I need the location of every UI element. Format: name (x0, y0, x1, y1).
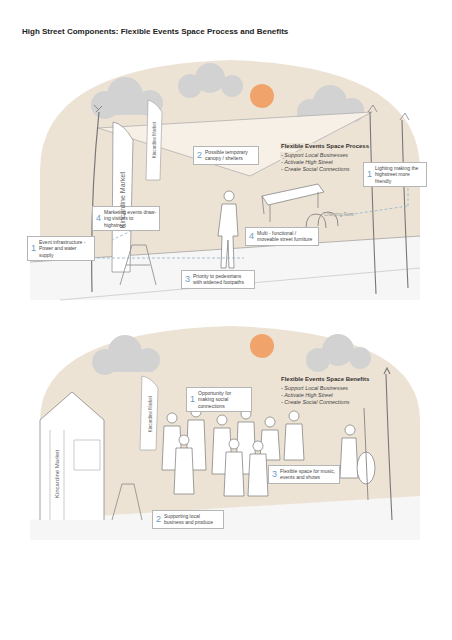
callout-box: 2Possible temporary canopy / shelters (193, 146, 259, 165)
heading: Flexible Events Space Benefits (280, 376, 370, 382)
drawing-circle (217, 415, 227, 425)
callout-number: 1 (31, 244, 36, 253)
drawing-line (60, 268, 420, 300)
callout-number: 4 (249, 232, 254, 241)
callout-number: 2 (197, 151, 202, 160)
callout-text: Lighting making the highstreet more frie… (375, 165, 423, 184)
drawing-polygon (98, 112, 372, 176)
drawing-path (174, 448, 194, 494)
banner-text: Kincardine Market (152, 122, 157, 158)
callout-box: 1Opportunity for making social connectio… (186, 387, 252, 412)
drawing-circle (167, 413, 177, 423)
drawing-path (40, 392, 104, 520)
drawing-path (50, 430, 100, 520)
drawing-path (284, 424, 304, 460)
list-item: - Activate High Street (280, 392, 334, 398)
drawing-path (368, 105, 409, 120)
callout-text: Multi - functional / moveable street fur… (257, 230, 315, 243)
callout-box: 2Supporting local business and produce (152, 510, 224, 529)
drawing-rect (95, 358, 157, 372)
drawing-path (384, 368, 392, 520)
banner-text: Kincardine Market (148, 396, 153, 432)
drawing-circle (195, 63, 225, 93)
drawing-path (140, 376, 158, 450)
drawing-path (92, 112, 99, 292)
callout-number: 2 (156, 515, 161, 524)
callout-text: Marketing events draw-ing visitors to hi… (104, 209, 156, 228)
banner-text: Kincardine Market (54, 450, 60, 498)
callout-box: 3Priority to pedestrians with widened fo… (181, 270, 255, 289)
callout-number: 3 (272, 470, 277, 479)
callout-number: 3 (185, 275, 190, 284)
drawing-g (162, 407, 375, 496)
drawing-polygon (262, 184, 324, 205)
drawing-path (112, 122, 133, 272)
drawing-path (340, 438, 358, 478)
callout-box: 4Marketing events draw-ing visitors to h… (92, 206, 160, 231)
callout-text: Opportunity for making social connection… (198, 390, 248, 409)
drawing-circle (265, 417, 275, 427)
callout-box: 1Event infrastructure - Power and water … (27, 236, 95, 261)
drawing-circle (250, 84, 274, 108)
list-item: - Support Local Businesses (280, 385, 349, 391)
drawing-circle (349, 347, 371, 369)
callout-text: Supporting local business and produce (164, 513, 220, 526)
drawing-g (218, 191, 238, 268)
heading: Flexible Events Space Process (280, 143, 370, 149)
drawing-path (40, 326, 420, 530)
drawing-path (364, 408, 368, 500)
callout-text: Event infrastructure - Power and water s… (39, 239, 91, 258)
page-title: High Street Components: Flexible Events … (22, 27, 288, 36)
callout-box: 1Lighting making the highstreet more fri… (363, 162, 427, 187)
callout-box: 3Flexible space for music, events and sh… (268, 465, 340, 484)
drawing-path (112, 484, 142, 520)
list-item: - Support Local Businesses (280, 152, 349, 158)
drawing-g (92, 334, 371, 375)
drawing-circle (253, 441, 263, 451)
drawing-circle (224, 191, 234, 201)
callout-number: 4 (96, 214, 101, 223)
bottom-scene (30, 326, 420, 540)
callout-text: Priority to pedestrians with widened foo… (193, 273, 251, 286)
drawing-path (94, 105, 102, 112)
drawing-circle (345, 425, 355, 435)
drawing-path (224, 452, 244, 496)
drawing-path (248, 454, 268, 496)
drawing-circle (322, 334, 354, 366)
list-item: - Create Social Connections (280, 399, 350, 405)
list-item: - Activate High Street (280, 159, 334, 165)
top-scene (30, 60, 420, 300)
drawing-circle (229, 439, 239, 449)
drawing-path (370, 112, 408, 294)
callout-text: Flexible space for music, events and sho… (280, 468, 336, 481)
callout-box: 4Multi - functional / moveable street fu… (245, 227, 319, 246)
drawing-circle (221, 75, 243, 97)
drawing-path (146, 100, 162, 180)
drawing-path (262, 192, 318, 222)
callout-text: Possible temporary canopy / shelters (205, 149, 255, 162)
banner-text: Kincardine Market (119, 172, 126, 228)
callout-number: 1 (367, 170, 372, 179)
drawing-circle (250, 334, 274, 358)
drawing-path (120, 245, 156, 285)
drawing-circle (289, 411, 299, 421)
drawing-circle (179, 435, 189, 445)
callout-number: 1 (190, 395, 195, 404)
small-label: Charging Point (324, 212, 354, 217)
list-item: - Create Social Connections (280, 166, 350, 172)
